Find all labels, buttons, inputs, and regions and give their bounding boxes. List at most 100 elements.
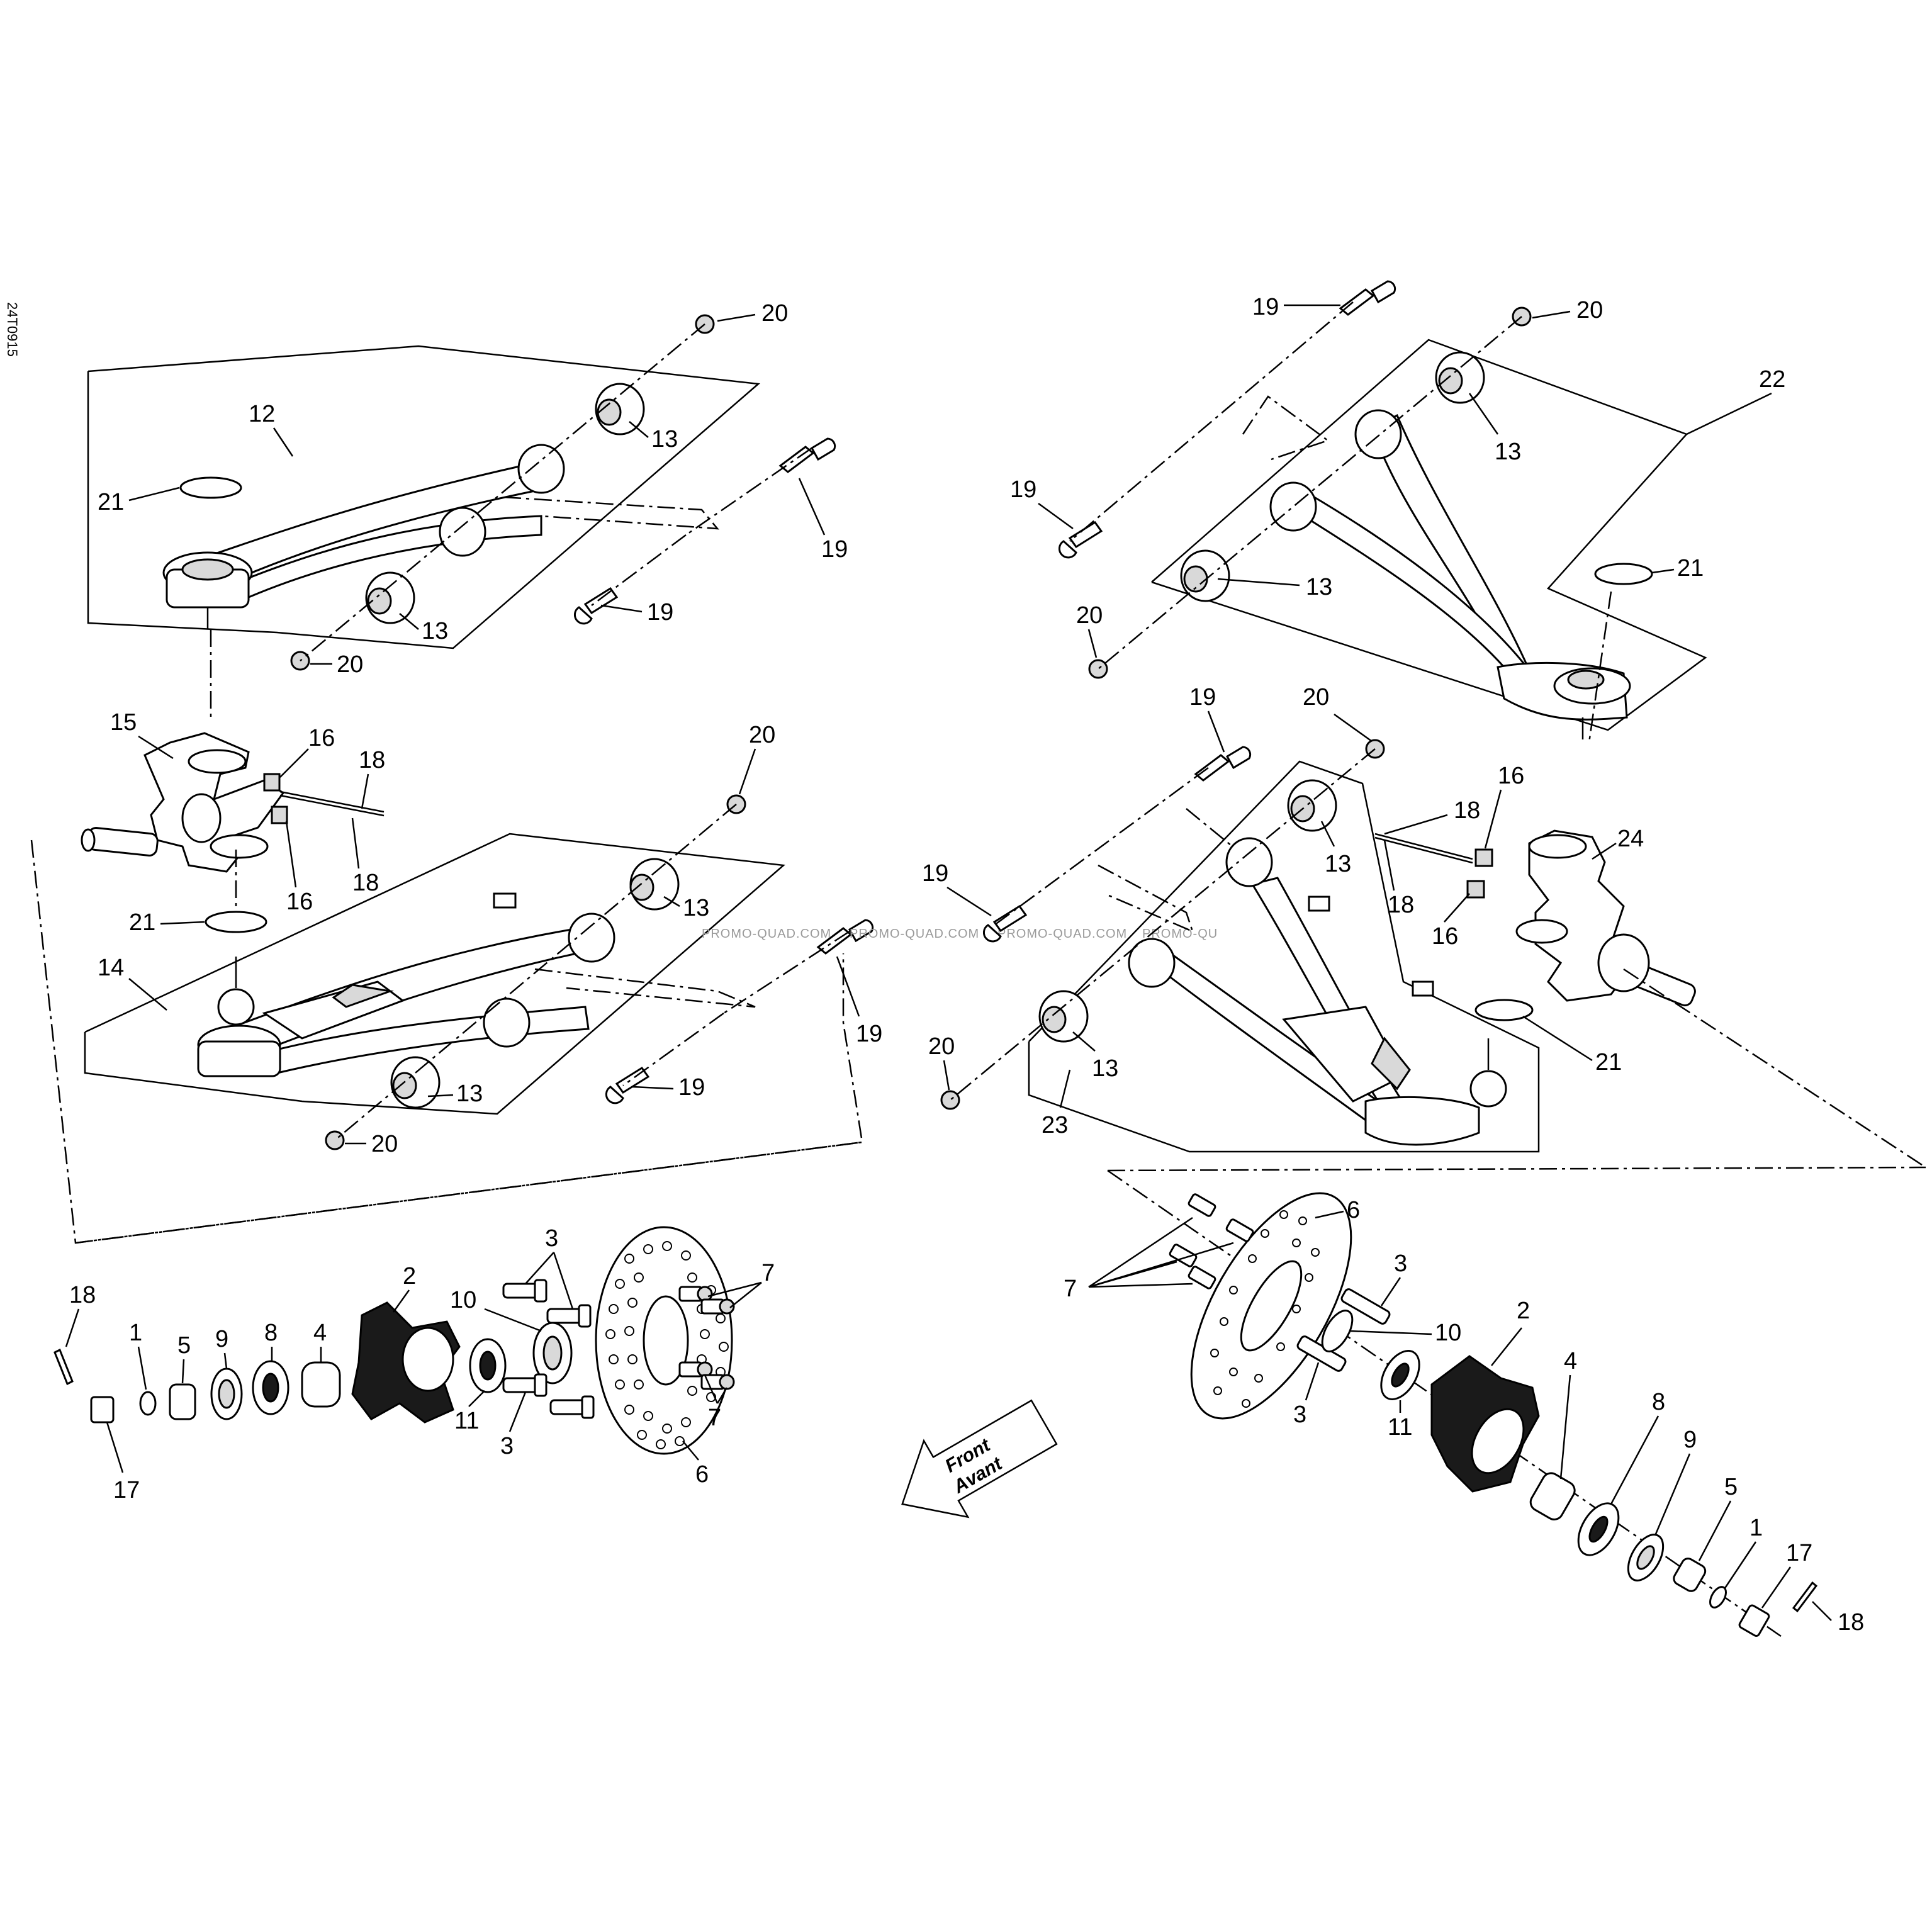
callout-11: 11 — [454, 1408, 479, 1434]
disc-bolt-7 — [1188, 1266, 1216, 1289]
castle-nut-17 — [1738, 1604, 1770, 1637]
o-ring-21 — [1474, 999, 1534, 1021]
spacer-4 — [1529, 1472, 1576, 1520]
wheel-stud-3 — [502, 1279, 548, 1303]
o-ring-21 — [179, 476, 242, 499]
bolt-19 — [1058, 520, 1103, 559]
castle-nut-16 — [1466, 880, 1485, 899]
left-hub-outline — [30, 840, 863, 1244]
nut-20 — [940, 1090, 960, 1110]
callout-7: 7 — [1064, 1276, 1077, 1302]
watermark: PROMO-QUAD.COM — [997, 927, 1127, 941]
callout-20: 20 — [1576, 297, 1603, 323]
cotter-pin-18 — [279, 790, 385, 813]
callout-18: 18 — [352, 870, 379, 896]
castle-nut-16 — [271, 806, 288, 824]
left-hub-assembly — [53, 1226, 735, 1455]
callout-19: 19 — [647, 599, 673, 626]
disc-bolt-7 — [678, 1361, 713, 1378]
callout-6: 6 — [695, 1461, 709, 1488]
spacer-5 — [169, 1383, 196, 1420]
callout-16: 16 — [286, 889, 313, 915]
left-steering-knuckle-15 — [81, 732, 385, 873]
callout-12: 12 — [249, 401, 275, 427]
callout-24: 24 — [1617, 826, 1644, 852]
callout-19: 19 — [856, 1021, 882, 1047]
wheel-stud-3 — [546, 1304, 592, 1328]
callout-21: 21 — [1677, 555, 1704, 581]
callout-20: 20 — [371, 1131, 398, 1157]
callout-17: 17 — [113, 1477, 140, 1503]
callout-19: 19 — [922, 860, 948, 887]
callout-20: 20 — [761, 300, 788, 327]
callout-13: 13 — [683, 895, 709, 921]
right-upper-a-arm-group — [1058, 280, 1707, 743]
callout-18: 18 — [1454, 797, 1480, 824]
bolt-19 — [1194, 746, 1252, 782]
callout-5: 5 — [177, 1332, 191, 1359]
disc-bolt-7 — [1169, 1244, 1198, 1267]
callout-10: 10 — [450, 1287, 476, 1313]
callout-14: 14 — [98, 955, 124, 981]
wheel-stud-3 — [1340, 1288, 1391, 1325]
right-hub-assembly — [1169, 1192, 1818, 1637]
right-lower-a-arm-group — [940, 739, 1540, 1153]
callout-16: 16 — [1432, 923, 1458, 950]
o-ring-21 — [1594, 563, 1653, 585]
callout-7: 7 — [708, 1405, 721, 1431]
bolt-19 — [1339, 280, 1396, 316]
spacer-4 — [301, 1361, 341, 1408]
callout-9: 9 — [1683, 1427, 1697, 1453]
callout-10: 10 — [1435, 1320, 1461, 1346]
callout-17: 17 — [1786, 1540, 1812, 1566]
watermark: PROMO-QUAD.COM — [702, 927, 831, 941]
bolt-19 — [982, 904, 1028, 943]
callout-3: 3 — [545, 1225, 558, 1252]
callout-19: 19 — [678, 1074, 705, 1101]
callout-2: 2 — [1517, 1298, 1530, 1324]
castle-nut-16 — [1474, 848, 1493, 867]
callout-6: 6 — [1347, 1197, 1360, 1223]
nut-20 — [1088, 659, 1108, 679]
callout-3: 3 — [1293, 1401, 1306, 1428]
callout-13: 13 — [651, 426, 678, 452]
castle-nut-16 — [263, 773, 281, 792]
spacer-10 — [1321, 1310, 1354, 1352]
callout-18: 18 — [1838, 1609, 1864, 1636]
watermark: PROMO-QUAD.COM — [850, 927, 979, 941]
cotter-pin-18 — [53, 1348, 74, 1386]
left-upper-a-arm-group — [87, 314, 836, 721]
callout-21: 21 — [129, 909, 155, 936]
bushing-13 — [1180, 549, 1230, 602]
wheel-stud-3 — [549, 1395, 595, 1419]
callout-8: 8 — [1652, 1389, 1665, 1415]
bushing-13 — [390, 1056, 441, 1109]
callout-15: 15 — [110, 709, 137, 736]
callout-18: 18 — [1388, 892, 1414, 918]
callout-16: 16 — [1498, 763, 1524, 789]
callout-19: 19 — [821, 536, 848, 563]
bushing-13 — [1287, 779, 1337, 832]
callout-18: 18 — [69, 1282, 96, 1308]
callout-3: 3 — [500, 1433, 514, 1459]
callout-20: 20 — [928, 1033, 955, 1060]
front-direction-arrow: Front Avant — [901, 1399, 1058, 1519]
bushing-13 — [1435, 351, 1485, 404]
callout-4: 4 — [1564, 1348, 1577, 1374]
right-steering-knuckle-24 — [1374, 829, 1696, 1021]
callout-19: 19 — [1252, 294, 1279, 320]
callout-13: 13 — [1325, 851, 1351, 877]
bracket — [1412, 980, 1434, 997]
callout-7: 7 — [761, 1260, 775, 1286]
callout-20: 20 — [749, 722, 775, 748]
watermark: PROMO-QU — [1142, 927, 1218, 941]
callout-4: 4 — [313, 1320, 327, 1346]
callout-2: 2 — [403, 1263, 416, 1289]
callout-19: 19 — [1189, 684, 1216, 710]
bushing-13 — [365, 571, 415, 624]
callout-8: 8 — [264, 1320, 278, 1346]
spacer-5 — [1673, 1558, 1707, 1592]
callout-13: 13 — [1306, 574, 1332, 600]
bracket — [493, 892, 517, 909]
callout-3: 3 — [1394, 1250, 1407, 1277]
